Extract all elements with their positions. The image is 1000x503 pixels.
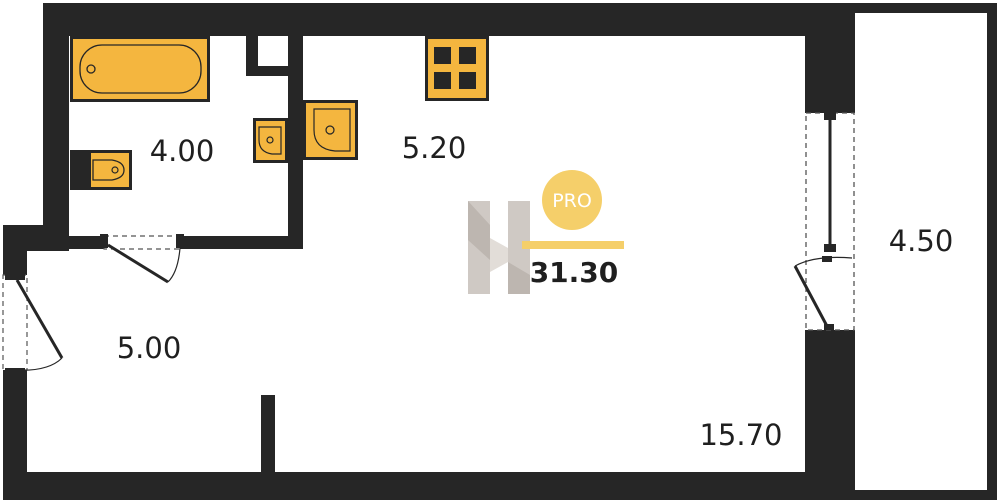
entrance-door [2, 272, 64, 376]
kitchen-area-label: 5.20 [402, 131, 467, 165]
hallway-area-label: 5.00 [117, 331, 182, 365]
sink-icon [253, 118, 288, 163]
total-area-label: 31.30 [530, 256, 619, 289]
balcony-area-label: 4.50 [889, 224, 954, 258]
pro-badge-label: PRO [552, 190, 592, 212]
pro-badge [542, 170, 602, 230]
bathroom-door [100, 234, 184, 284]
bathtub-icon [70, 36, 210, 102]
brand-logo-icon [468, 201, 530, 294]
toilet-icon [70, 150, 132, 190]
balcony-door [793, 112, 853, 330]
kitchen-sink-icon [303, 100, 358, 160]
stove-icon [425, 36, 489, 101]
walls [3, 3, 997, 500]
brand-underline [522, 241, 624, 249]
living-area-label: 15.70 [699, 418, 782, 452]
bathroom-area-label: 4.00 [150, 134, 215, 168]
